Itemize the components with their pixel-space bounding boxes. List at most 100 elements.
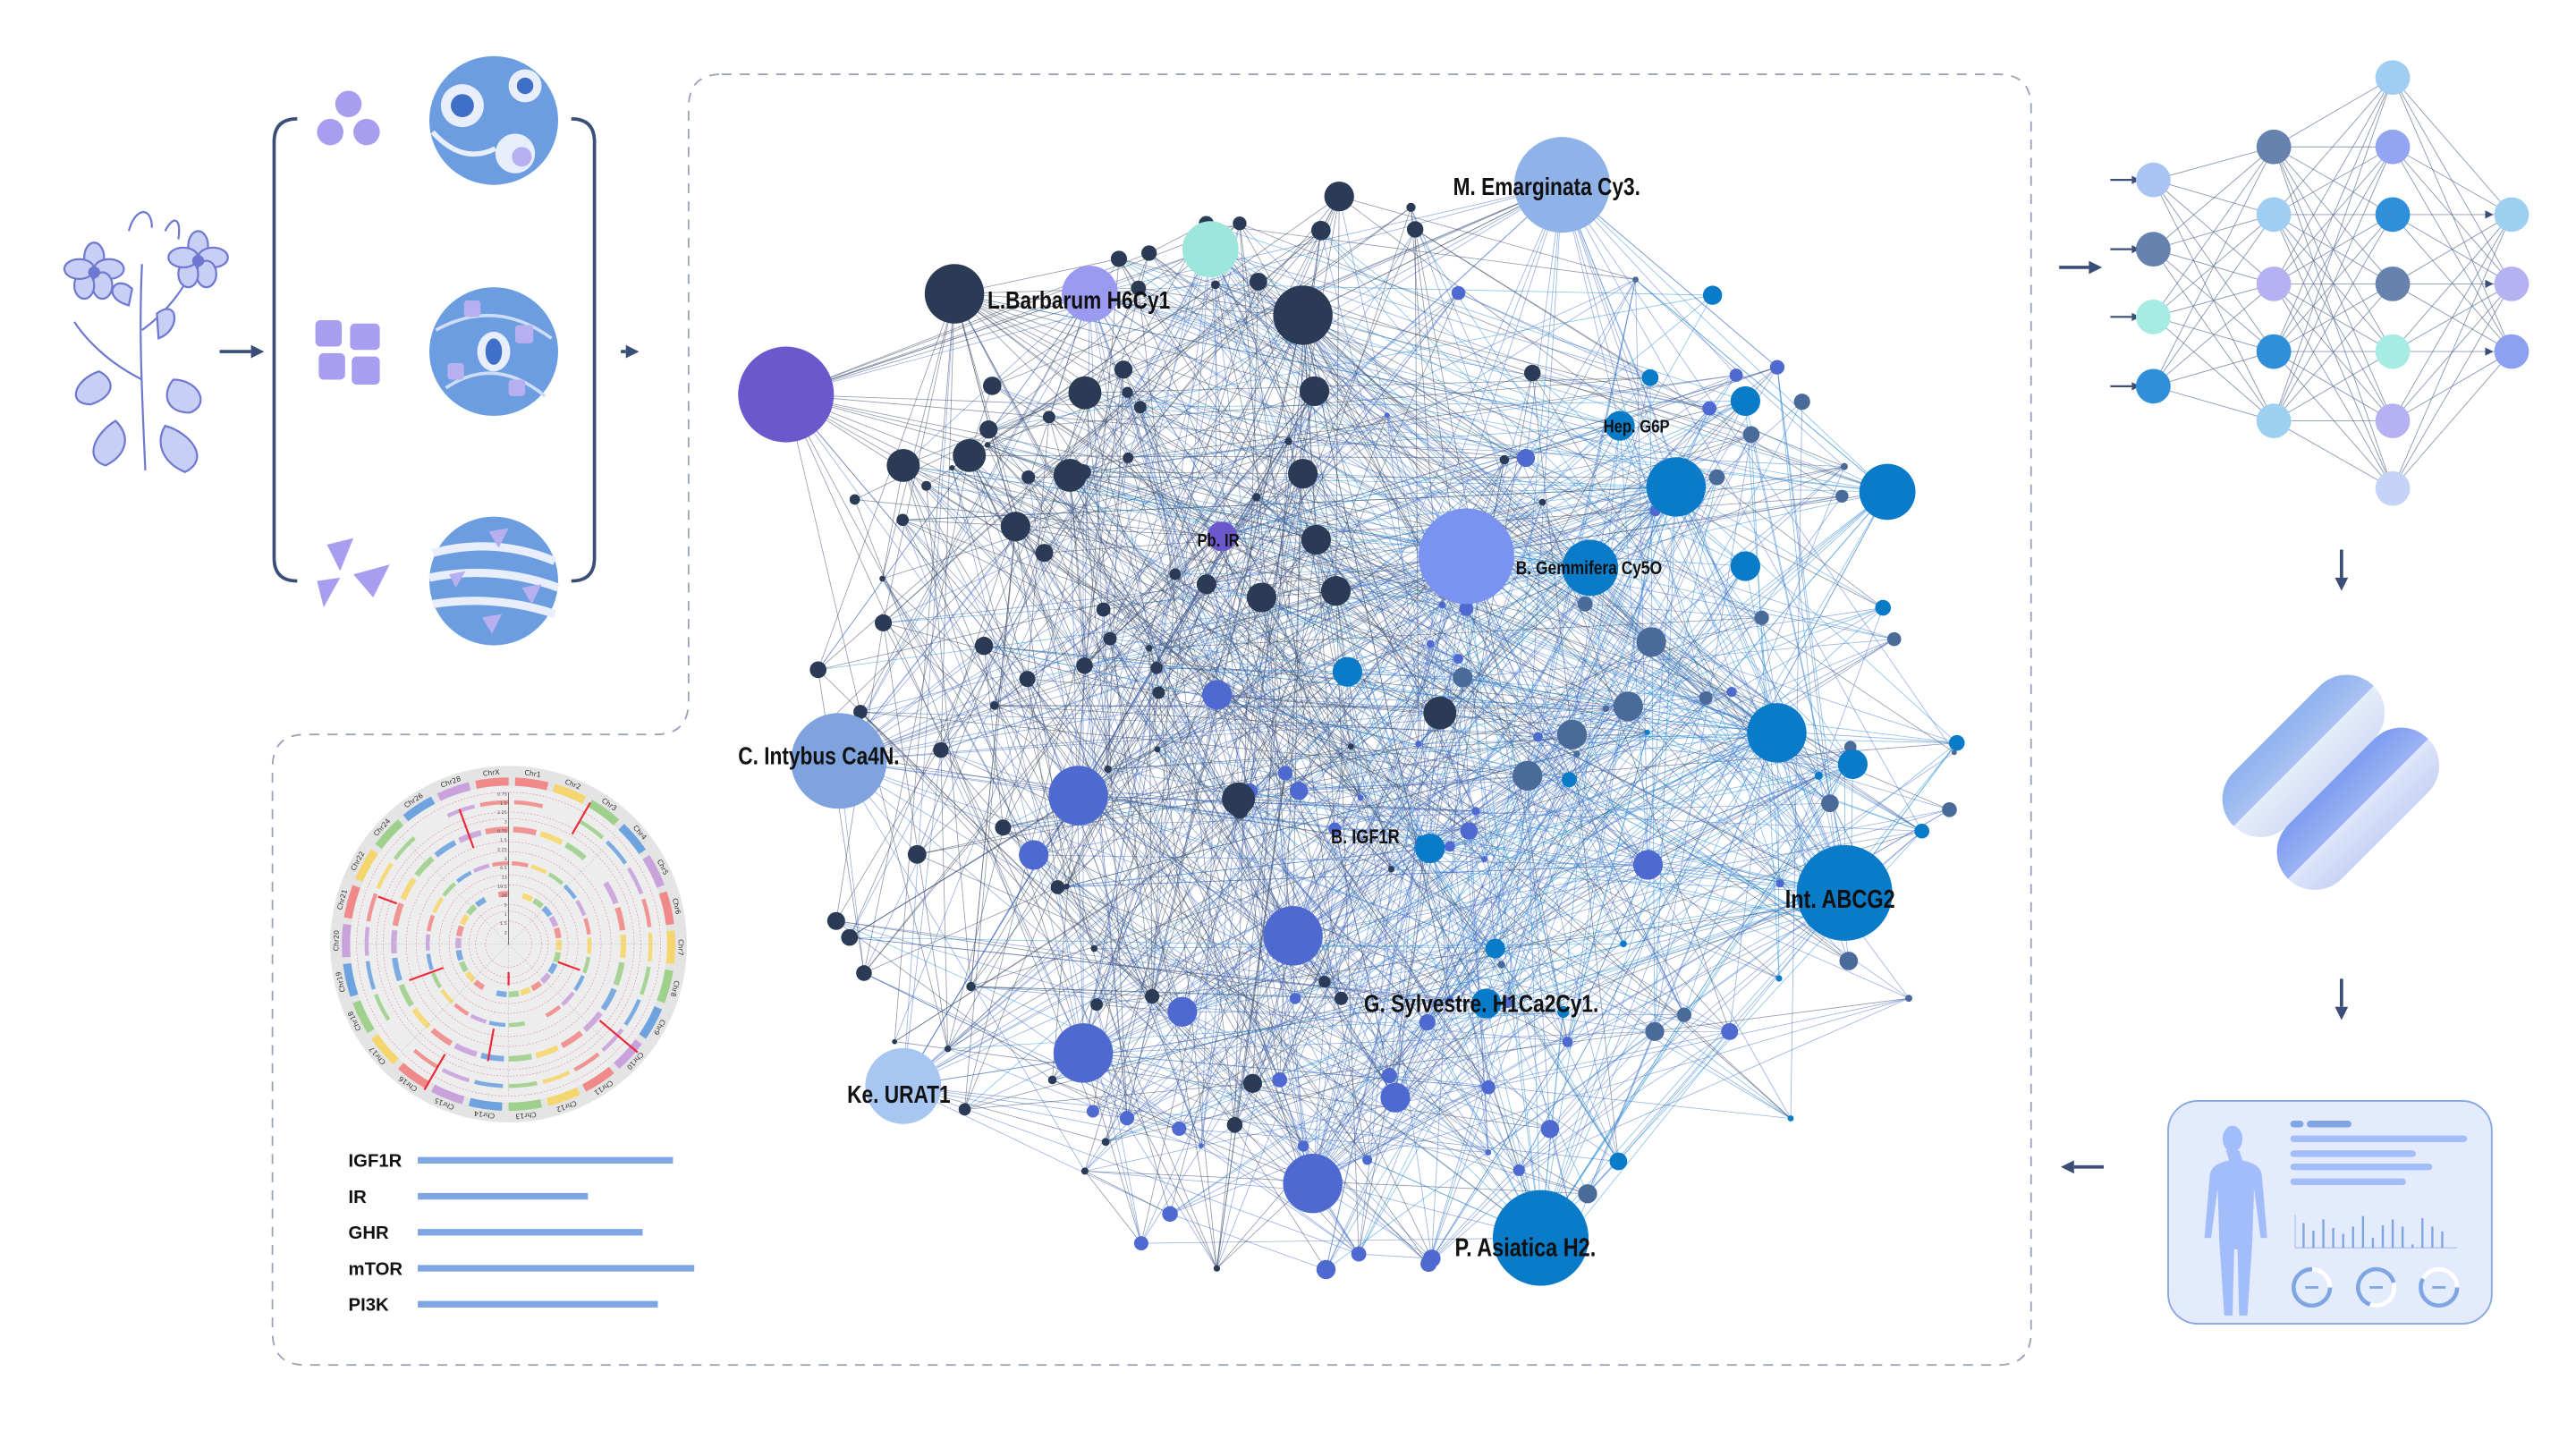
network-node[interactable]: [1357, 794, 1364, 801]
network-node[interactable]: [1104, 765, 1112, 774]
network-node[interactable]: [1502, 996, 1513, 1009]
network-node[interactable]: [1406, 202, 1416, 213]
network-node[interactable]: [1513, 137, 1610, 233]
network-node[interactable]: [1419, 1014, 1436, 1031]
network-node[interactable]: [1605, 411, 1635, 441]
network-node[interactable]: [907, 844, 927, 864]
network-node[interactable]: [1154, 746, 1161, 753]
network-node[interactable]: [1538, 498, 1546, 506]
network-node[interactable]: [1162, 1206, 1178, 1223]
network-node[interactable]: [874, 614, 893, 631]
network-node[interactable]: [1048, 766, 1108, 826]
network-node[interactable]: [958, 1103, 971, 1116]
network-node[interactable]: [1328, 822, 1342, 835]
network-node[interactable]: [1324, 181, 1354, 212]
network-node[interactable]: [1676, 1007, 1692, 1022]
network-node[interactable]: [1641, 368, 1659, 386]
network-node[interactable]: [1145, 644, 1153, 652]
network-node[interactable]: [1787, 1115, 1794, 1122]
network-node[interactable]: [1513, 760, 1543, 791]
network-node[interactable]: [1796, 844, 1893, 941]
network-node[interactable]: [1485, 1149, 1492, 1156]
network-node[interactable]: [924, 264, 985, 324]
network-node[interactable]: [1951, 749, 1957, 756]
network-node[interactable]: [1242, 1073, 1263, 1093]
network-node[interactable]: [1388, 866, 1395, 873]
network-node[interactable]: [1019, 671, 1036, 688]
network-node[interactable]: [1699, 690, 1713, 705]
network-node[interactable]: [995, 819, 1012, 836]
network-node[interactable]: [1123, 452, 1134, 463]
network-node[interactable]: [1035, 544, 1054, 563]
network-node[interactable]: [1042, 411, 1055, 424]
network-node[interactable]: [979, 420, 998, 439]
network-node[interactable]: [1423, 696, 1457, 730]
network-node[interactable]: [1942, 801, 1957, 817]
network-node[interactable]: [953, 438, 987, 472]
network-node[interactable]: [1252, 493, 1261, 502]
network-node[interactable]: [1249, 273, 1267, 291]
network-node[interactable]: [1141, 245, 1157, 261]
network-node[interactable]: [879, 575, 886, 582]
network-node[interactable]: [1334, 991, 1348, 1005]
network-node[interactable]: [1103, 631, 1117, 646]
network-node[interactable]: [853, 705, 868, 719]
network-node[interactable]: [1418, 508, 1514, 605]
network-node[interactable]: [886, 448, 920, 482]
network-node[interactable]: [892, 1038, 897, 1045]
network-node[interactable]: [1101, 1138, 1110, 1147]
network-node[interactable]: [1406, 221, 1424, 238]
network-node[interactable]: [1742, 426, 1760, 444]
network-node[interactable]: [1837, 749, 1868, 780]
network-node[interactable]: [1557, 1005, 1570, 1019]
network-node[interactable]: [1470, 988, 1502, 1019]
network-node[interactable]: [1839, 952, 1859, 970]
network-node[interactable]: [921, 480, 932, 491]
network-node[interactable]: [1886, 631, 1902, 647]
network-node[interactable]: [856, 965, 872, 981]
network-node[interactable]: [966, 981, 976, 992]
network-node[interactable]: [1613, 691, 1643, 722]
network-node[interactable]: [1609, 1152, 1628, 1171]
network-node[interactable]: [1246, 582, 1277, 613]
network-node[interactable]: [1556, 719, 1588, 749]
network-node[interactable]: [1226, 1116, 1243, 1133]
network-node[interactable]: [849, 494, 860, 505]
network-node[interactable]: [1492, 1190, 1589, 1286]
network-node[interactable]: [1152, 686, 1165, 699]
network-node[interactable]: [1632, 276, 1639, 283]
network-node[interactable]: [1632, 850, 1664, 880]
network-node[interactable]: [1133, 401, 1147, 414]
network-node[interactable]: [1311, 220, 1331, 241]
network-node[interactable]: [1438, 601, 1446, 609]
network-node[interactable]: [974, 636, 994, 656]
network-node[interactable]: [1459, 601, 1474, 616]
network-node[interactable]: [1524, 364, 1541, 382]
network-node[interactable]: [1646, 457, 1707, 517]
network-node[interactable]: [1793, 394, 1810, 411]
network-node[interactable]: [1096, 602, 1111, 617]
network-node[interactable]: [1320, 576, 1352, 606]
network-node[interactable]: [1415, 741, 1422, 748]
network-node[interactable]: [1053, 459, 1087, 492]
network-node[interactable]: [791, 713, 887, 809]
network-node[interactable]: [984, 442, 991, 448]
network-node[interactable]: [1213, 1265, 1221, 1272]
network-node[interactable]: [1729, 368, 1743, 382]
network-node[interactable]: [1284, 437, 1292, 445]
network-node[interactable]: [1167, 996, 1198, 1027]
network-node[interactable]: [738, 346, 835, 443]
network-node[interactable]: [1602, 705, 1610, 713]
network-node[interactable]: [1620, 940, 1627, 948]
network-node[interactable]: [1708, 469, 1725, 486]
network-node[interactable]: [1090, 998, 1104, 1012]
network-node[interactable]: [1222, 782, 1256, 816]
network-node[interactable]: [1263, 906, 1323, 966]
network-node[interactable]: [1076, 657, 1093, 674]
network-node[interactable]: [1835, 489, 1849, 504]
network-node[interactable]: [1577, 596, 1593, 612]
network-node[interactable]: [1485, 938, 1505, 959]
network-node[interactable]: [1362, 1155, 1373, 1165]
network-node[interactable]: [1775, 975, 1783, 982]
network-node[interactable]: [1948, 734, 1965, 751]
